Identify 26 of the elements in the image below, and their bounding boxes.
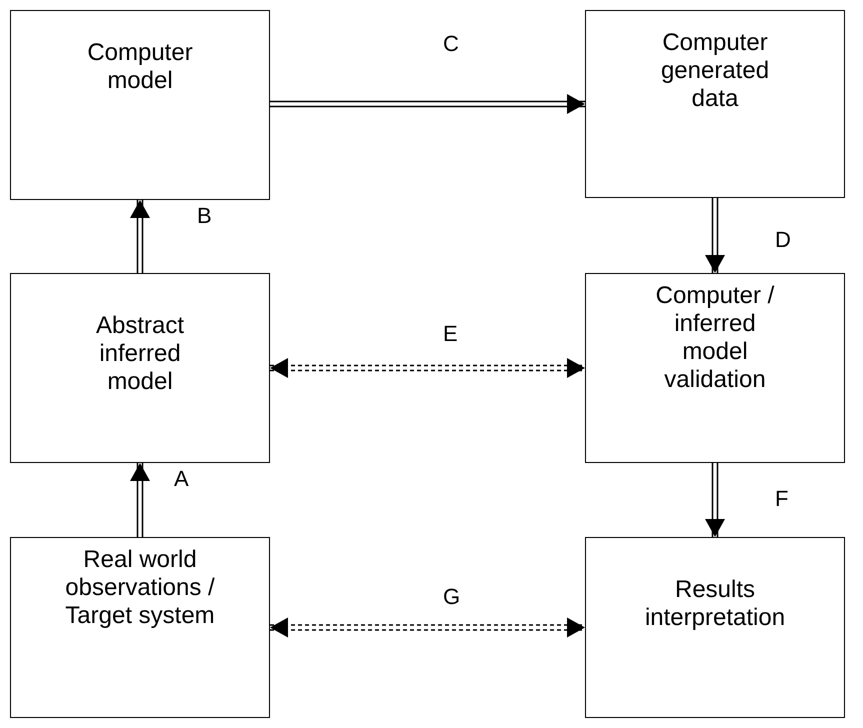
edge-label: C: [443, 32, 459, 56]
edge-label: E: [443, 322, 458, 346]
box-label: Real world observations / Target system: [64, 546, 216, 630]
edge-label: D: [775, 228, 791, 252]
double-arrow: [269, 358, 586, 378]
edge-label: G: [443, 585, 460, 609]
process-box: [585, 537, 845, 718]
double-arrow: [705, 462, 725, 538]
double-arrow: [130, 199, 150, 274]
double-arrow: [269, 94, 586, 114]
box-label: Results interpretation: [644, 576, 786, 632]
process-box: [585, 10, 845, 198]
process-box: [10, 273, 270, 463]
process-box: [10, 537, 270, 718]
process-box: [585, 273, 845, 463]
box-label: Computer model: [86, 39, 194, 95]
double-arrow: [705, 197, 725, 274]
edge-label: A: [174, 467, 189, 491]
box-label: Abstract inferred model: [94, 312, 186, 396]
double-arrow: [130, 462, 150, 538]
process-box: [10, 10, 270, 200]
edge-label: B: [197, 204, 212, 228]
box-label: Computer generated data: [660, 29, 770, 113]
double-arrow: [269, 618, 586, 638]
box-label: Computer / inferred model validation: [654, 282, 776, 394]
edge-label: F: [775, 487, 788, 511]
